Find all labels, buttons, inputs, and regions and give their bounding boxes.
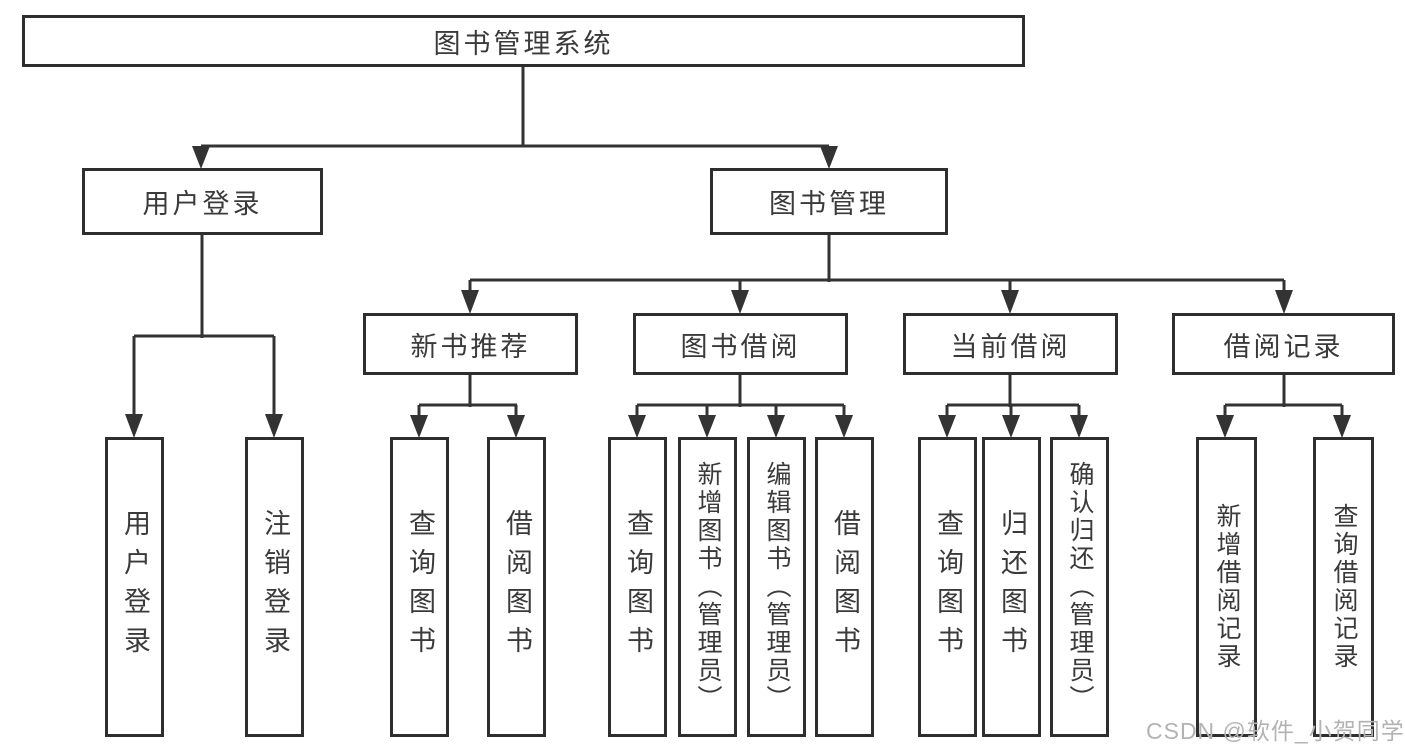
leaf-cb-query-books: 查询图书 — [918, 437, 977, 737]
node-label: 用户登录 — [120, 509, 150, 665]
node-label: 新增借阅记录 — [1213, 503, 1241, 671]
node-user-login: 用户登录 — [82, 168, 323, 235]
node-label: 用户登录 — [142, 189, 263, 219]
node-label: 图书管理系统 — [433, 28, 614, 59]
node-label: 当前借阅 — [950, 331, 1071, 362]
leaf-user-login: 用户登录 — [105, 437, 164, 737]
csdn-watermark: CSDN @软件_小贺同学 — [1146, 718, 1405, 744]
node-new-book-recommendation: 新书推荐 — [363, 313, 578, 375]
node-borrowing-records: 借阅记录 — [1172, 313, 1395, 375]
leaf-br-add-record: 新增借阅记录 — [1196, 437, 1257, 737]
node-label: 确认归还（管理员） — [1066, 461, 1094, 713]
node-label: 新增图书（管理员） — [694, 461, 722, 713]
leaf-br-query-record: 查询借阅记录 — [1313, 437, 1374, 737]
node-label: 编辑图书（管理员） — [763, 461, 791, 713]
node-book-borrowing: 图书借阅 — [633, 313, 848, 375]
leaf-nbr-borrow-books: 借阅图书 — [487, 437, 546, 737]
node-book-management: 图书管理 — [710, 168, 948, 235]
node-label: 图书借阅 — [680, 331, 801, 362]
leaf-cb-return-books: 归还图书 — [982, 437, 1041, 737]
node-library-management-system: 图书管理系统 — [22, 15, 1025, 67]
node-current-borrowing: 当前借阅 — [903, 313, 1118, 375]
leaf-logout: 注销登录 — [245, 437, 304, 737]
node-label: 查询借阅记录 — [1330, 503, 1358, 671]
arrowheads — [125, 146, 1351, 438]
leaf-bb-borrow-books: 借阅图书 — [815, 437, 874, 737]
leaf-bb-query-books: 查询图书 — [608, 437, 667, 737]
node-label: 查询图书 — [405, 509, 435, 665]
leaf-nbr-query-books: 查询图书 — [390, 437, 449, 737]
node-label: 归还图书 — [997, 509, 1027, 665]
node-label: 注销登录 — [260, 509, 290, 665]
leaf-bb-edit-books-admin: 编辑图书（管理员） — [747, 437, 806, 737]
node-label: 图书管理 — [769, 189, 889, 219]
node-label: 新书推荐 — [410, 331, 531, 362]
node-label: 查询图书 — [623, 509, 653, 665]
node-label: 借阅记录 — [1223, 331, 1344, 362]
leaf-bb-add-books-admin: 新增图书（管理员） — [678, 437, 737, 737]
node-label: 借阅图书 — [830, 509, 860, 665]
leaf-cb-confirm-return-admin: 确认归还（管理员） — [1050, 437, 1109, 737]
node-label: 借阅图书 — [502, 509, 532, 665]
node-label: 查询图书 — [933, 509, 963, 665]
